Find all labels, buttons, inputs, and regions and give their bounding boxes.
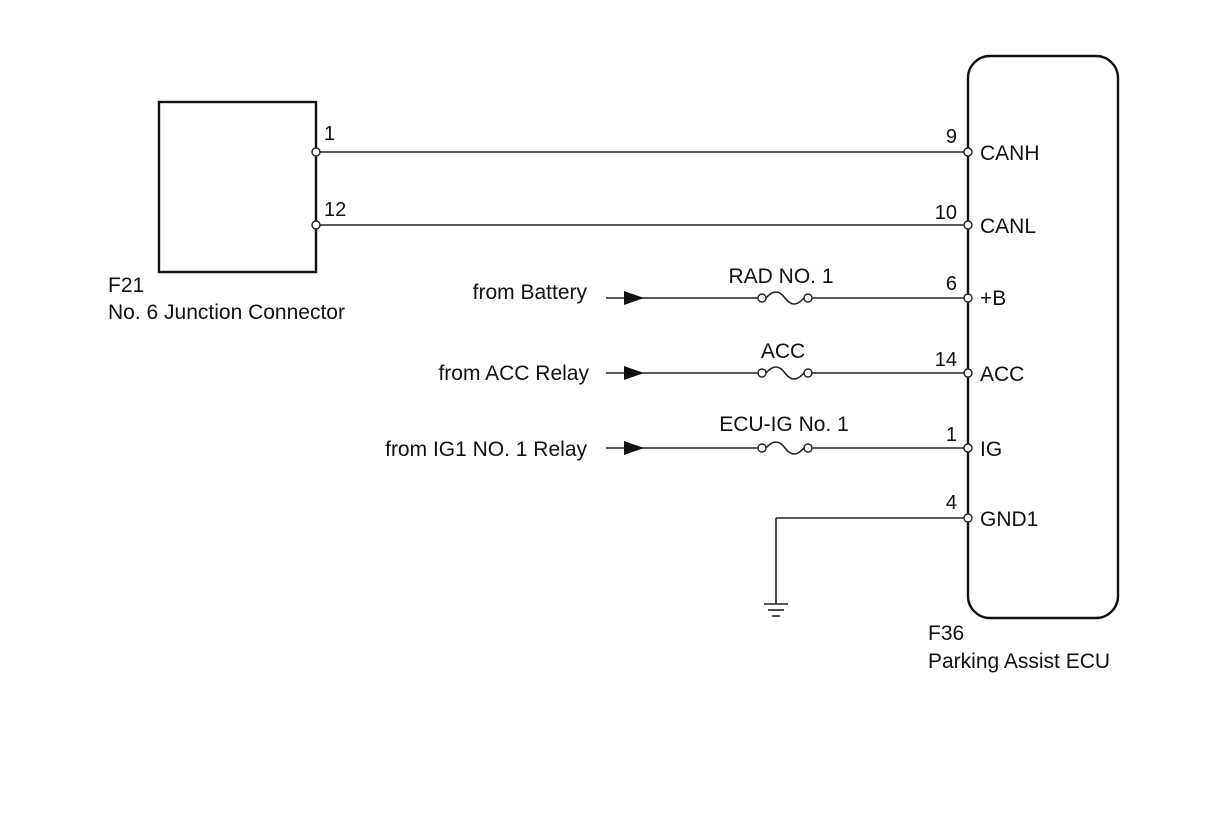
ecu-pin-1-label: 1 xyxy=(946,424,957,446)
canl-circuit: 12 10 CANL xyxy=(311,199,1036,238)
junction-pin-1-node xyxy=(311,147,321,157)
junction-connector-name: No. 6 Junction Connector xyxy=(108,301,345,324)
ig-supply-circuit: from IG1 NO. 1 Relay ECU-IG No. 1 1 IG xyxy=(385,413,1002,461)
ig-arrow-icon xyxy=(624,441,644,455)
acc-source-label: from ACC Relay xyxy=(438,362,589,385)
ecu-pin-4-node xyxy=(963,513,973,523)
acc-arrow-icon xyxy=(624,366,644,380)
ecu-box xyxy=(966,54,1120,620)
terminal-ig-label: IG xyxy=(980,438,1002,461)
ecu-pin-6-node xyxy=(963,293,973,303)
ecu-code: F36 xyxy=(928,622,964,645)
ecu-pin-1-node xyxy=(963,443,973,453)
ecu-pin-9-node xyxy=(963,147,973,157)
fuse-ecu-ig-left-node xyxy=(757,443,767,453)
acc-supply-circuit: from ACC Relay ACC 14 ACC xyxy=(438,340,1024,386)
ecu-name: Parking Assist ECU xyxy=(928,650,1110,673)
junction-pin-1-label: 1 xyxy=(324,123,335,145)
fuse-rad-left-node xyxy=(757,293,767,303)
fuse-acc-right-node xyxy=(803,368,813,378)
terminal-acc-label: ACC xyxy=(980,363,1024,386)
fuse-ecu-ig-right-node xyxy=(803,443,813,453)
fuse-acc-left-node xyxy=(757,368,767,378)
ground-symbol-icon xyxy=(764,603,788,617)
junction-pin-12-label: 12 xyxy=(324,199,346,221)
fuse-rad-no1-label: RAD NO. 1 xyxy=(728,265,833,288)
battery-source-label: from Battery xyxy=(473,281,588,304)
ecu-pin-10-label: 10 xyxy=(935,202,957,224)
ecu-pin-4-label: 4 xyxy=(946,492,957,514)
ecu-pin-9-label: 9 xyxy=(946,126,957,148)
battery-supply-circuit: from Battery RAD NO. 1 6 +B xyxy=(473,265,1007,310)
terminal-gnd1-label: GND1 xyxy=(980,508,1038,531)
ecu-pin-6-label: 6 xyxy=(946,273,957,295)
fuse-rad-no1-icon xyxy=(765,291,805,305)
ecu-pin-10-node xyxy=(963,220,973,230)
fuse-ecu-ig-no1-icon xyxy=(765,441,805,455)
terminal-canl-label: CANL xyxy=(980,215,1036,238)
canh-circuit: 1 9 CANH xyxy=(311,123,1040,165)
battery-arrow-icon xyxy=(624,291,644,305)
junction-connector-box xyxy=(157,100,318,274)
fuse-acc-icon xyxy=(765,366,805,380)
terminal-b-label: +B xyxy=(980,287,1006,310)
junction-connector-code: F21 xyxy=(108,274,144,297)
junction-pin-12-node xyxy=(311,220,321,230)
terminal-canh-label: CANH xyxy=(980,142,1040,165)
ig-source-label: from IG1 NO. 1 Relay xyxy=(385,438,587,461)
fuse-acc-label: ACC xyxy=(761,340,805,363)
ecu-pin-14-label: 14 xyxy=(935,349,957,371)
ecu-pin-14-node xyxy=(963,368,973,378)
ground-circuit: 4 GND1 xyxy=(764,492,1038,617)
fuse-ecu-ig-no1-label: ECU-IG No. 1 xyxy=(719,413,849,436)
fuse-rad-right-node xyxy=(803,293,813,303)
